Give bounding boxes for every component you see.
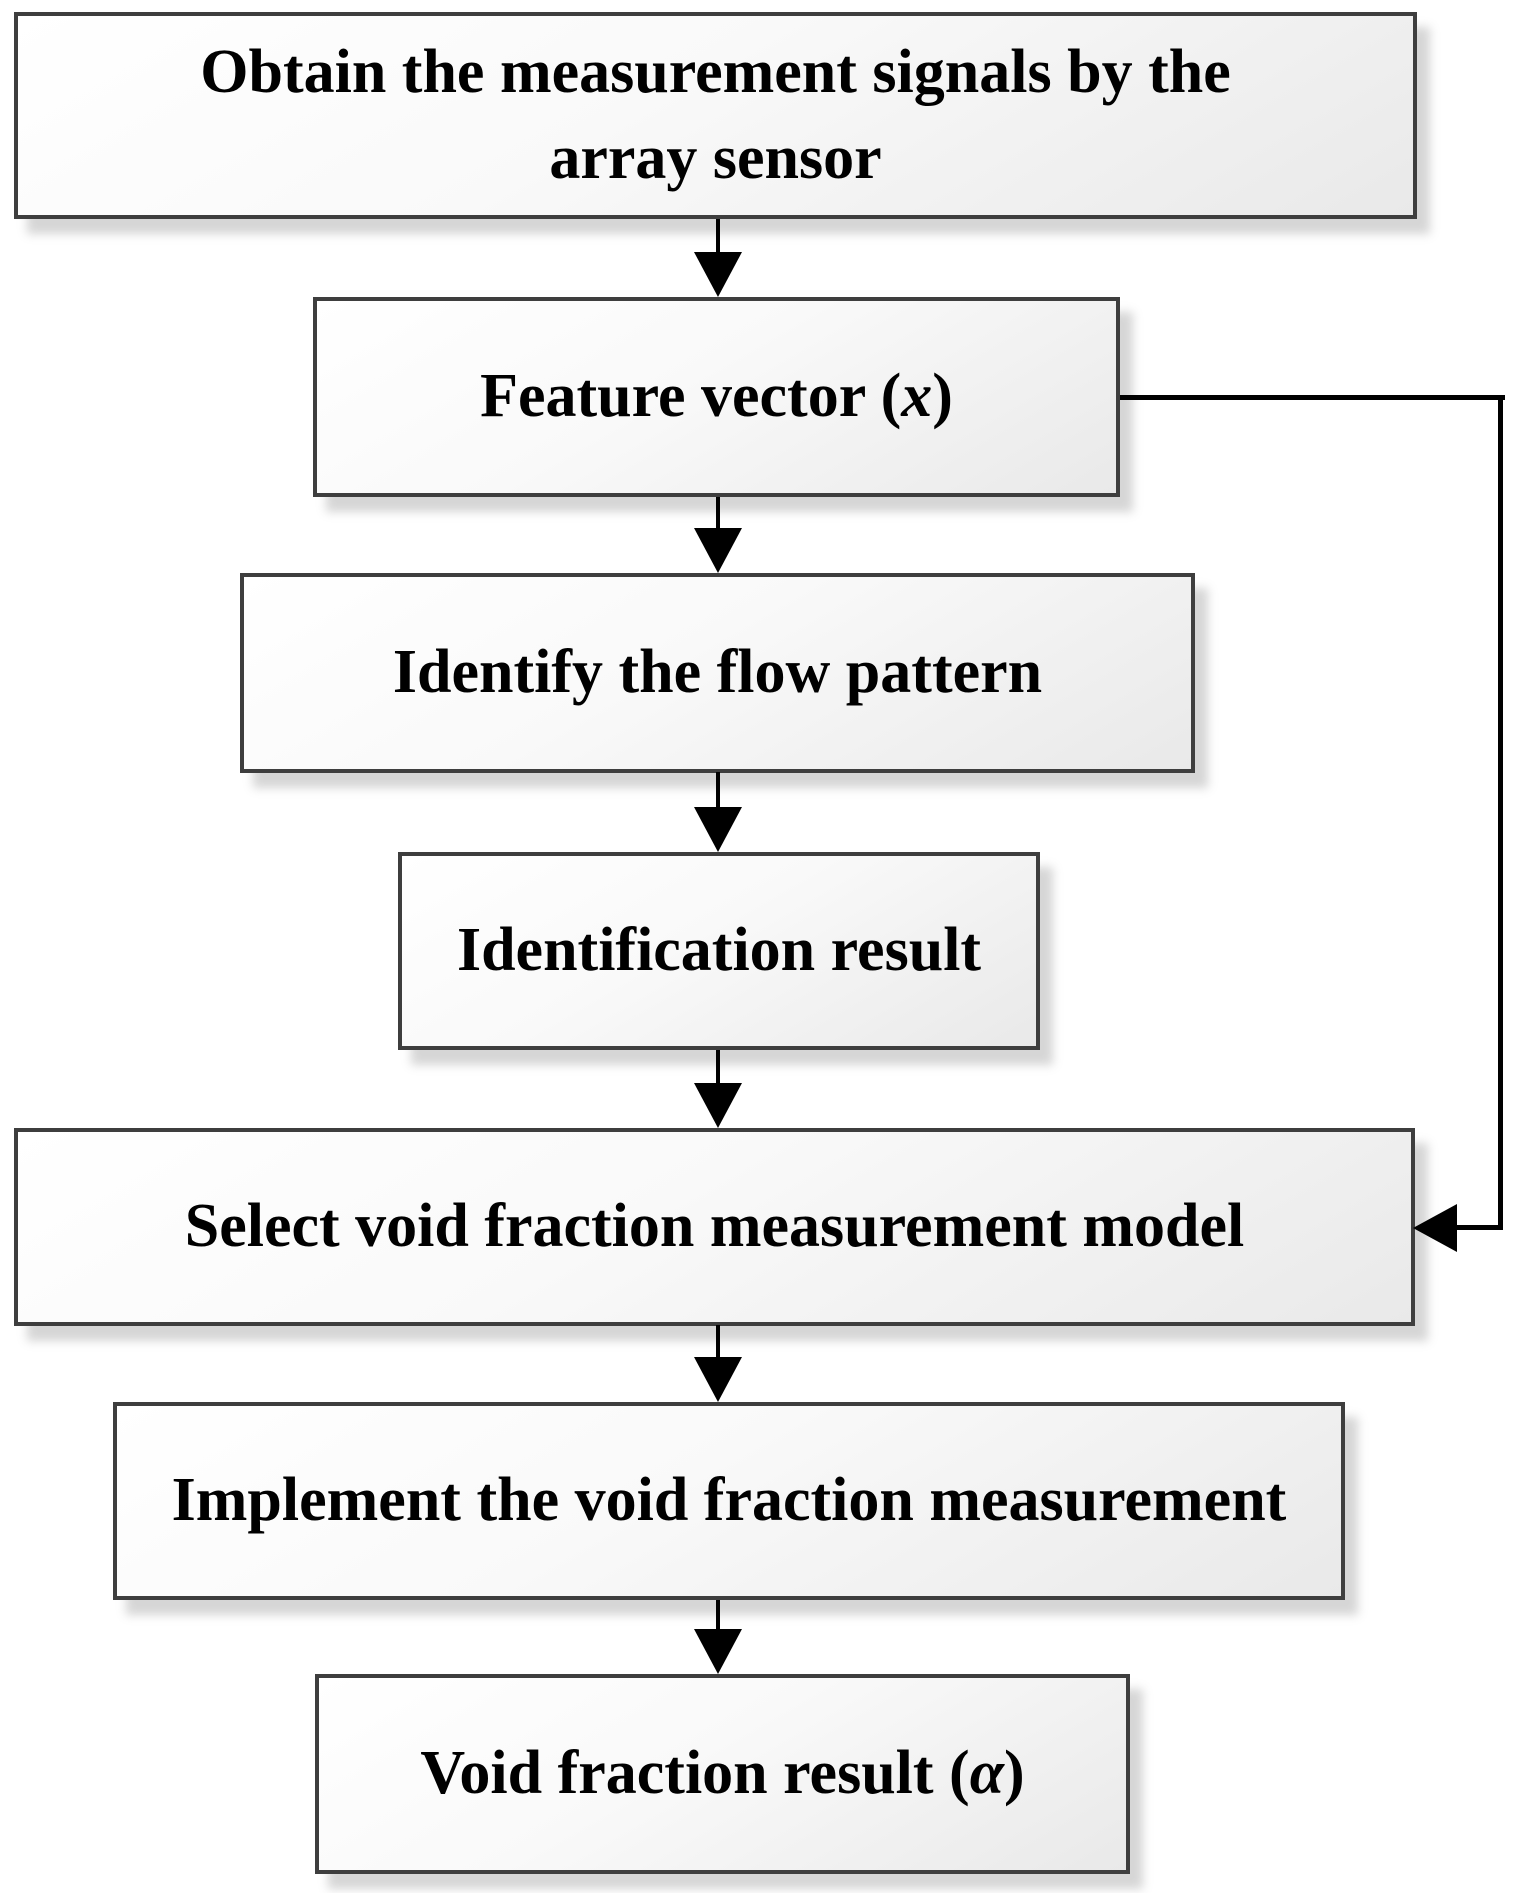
connector-feature-to-select-bottom-segment <box>1455 1225 1503 1230</box>
arrow-stem <box>716 1325 720 1362</box>
arrowhead-down-icon <box>694 1357 742 1402</box>
arrow-stem <box>716 497 720 533</box>
flow-node-identify-flow-pattern: Identify the flow pattern <box>240 573 1195 773</box>
void-fraction-variable: α <box>969 1739 1005 1808</box>
arrowhead-down-icon <box>694 1629 742 1674</box>
arrowhead-down-icon <box>694 1083 742 1128</box>
obtain-signals-line1: Obtain the measurement signals by the <box>200 37 1231 106</box>
connector-feature-to-select-vertical-segment <box>1498 395 1503 1230</box>
arrowhead-down-icon <box>694 528 742 573</box>
flow-node-void-fraction-result-label: Void fraction result (α) <box>420 1731 1024 1817</box>
flow-node-obtain-signals: Obtain the measurement signals by the ar… <box>14 12 1417 219</box>
feature-vector-label-pre: Feature vector ( <box>480 362 902 431</box>
arrowhead-left-icon <box>1413 1204 1457 1252</box>
flow-node-feature-vector-label: Feature vector (x) <box>480 354 953 440</box>
arrowhead-down-icon <box>694 807 742 852</box>
arrow-result-to-select <box>694 1050 742 1128</box>
obtain-signals-line2: array sensor <box>549 123 882 192</box>
flow-node-select-model-label: Select void fraction measurement model <box>184 1192 1245 1261</box>
arrowhead-down-icon <box>694 252 742 297</box>
feature-vector-label-post: ) <box>932 362 953 431</box>
void-fraction-label-post: ) <box>1004 1739 1025 1808</box>
flow-node-identify-flow-pattern-label: Identify the flow pattern <box>392 638 1043 707</box>
flow-node-implement-measurement-label: Implement the void fraction measurement <box>171 1466 1287 1535</box>
flow-node-feature-vector: Feature vector (x) <box>313 297 1120 497</box>
arrow-stem <box>716 772 720 812</box>
arrow-stem <box>716 1050 720 1088</box>
flow-node-void-fraction-result: Void fraction result (α) <box>315 1674 1130 1874</box>
arrow-stem <box>716 1600 720 1634</box>
void-fraction-label-pre: Void fraction result ( <box>420 1739 970 1808</box>
flow-node-identification-result-label: Identification result <box>456 916 982 985</box>
flow-node-obtain-signals-label: Obtain the measurement signals by the ar… <box>200 30 1231 201</box>
arrow-implement-to-voidresult <box>694 1600 742 1674</box>
arrow-select-to-implement <box>694 1325 742 1402</box>
arrow-identify-to-result <box>694 772 742 852</box>
flow-node-select-model: Select void fraction measurement model <box>14 1128 1415 1326</box>
connector-feature-to-select-top-segment <box>1120 395 1505 400</box>
arrow-obtain-to-feature <box>694 219 742 297</box>
flow-node-identification-result: Identification result <box>398 852 1040 1050</box>
arrow-stem <box>716 219 720 257</box>
arrow-feature-to-identify <box>694 497 742 573</box>
feature-vector-variable: x <box>901 362 933 431</box>
flow-node-implement-measurement: Implement the void fraction measurement <box>113 1402 1345 1600</box>
